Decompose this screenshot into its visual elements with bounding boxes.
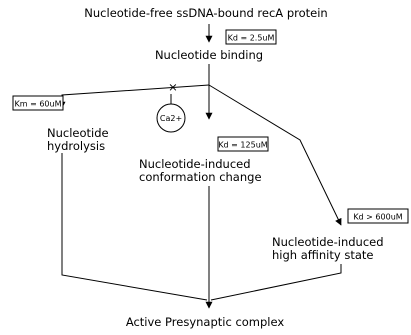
kd-high-affinity-label: Kd > 600uM bbox=[353, 213, 402, 222]
node-end: Active Presynaptic complex bbox=[126, 315, 285, 329]
path-hydrolysis-to-end bbox=[61, 153, 208, 301]
calcium-label: Ca2+ bbox=[160, 114, 182, 123]
branch-left bbox=[58, 84, 210, 109]
node-high-affinity-line1: Nucleotide-induced bbox=[272, 235, 384, 249]
calcium-circle bbox=[156, 103, 186, 133]
kd-binding-label: Kd = 2.5uM bbox=[228, 34, 275, 43]
kd-high-affinity-box bbox=[347, 208, 409, 224]
km-hydrolysis-label: Km = 60uM bbox=[15, 100, 62, 109]
kd-conformation-box bbox=[217, 136, 269, 152]
node-conformation-line2: conformation change bbox=[139, 170, 262, 184]
node-conformation-line1: Nucleotide-induced bbox=[139, 157, 251, 171]
node-binding: Nucleotide binding bbox=[155, 48, 263, 62]
kd-binding-box bbox=[225, 29, 277, 45]
node-hydrolysis-line2: hydrolysis bbox=[47, 139, 105, 153]
kd-conformation-label: Kd = 125uM bbox=[218, 141, 267, 150]
node-high-affinity-line2: high affinity state bbox=[272, 248, 373, 262]
node-hydrolysis-line1: Nucleotide bbox=[47, 126, 109, 140]
inhibition-mark: × bbox=[168, 80, 178, 94]
km-hydrolysis-box bbox=[12, 95, 64, 111]
node-start: Nucleotide-free ssDNA-bound recA protein bbox=[84, 6, 327, 20]
path-high-affinity-to-end bbox=[210, 264, 342, 301]
branch-right bbox=[208, 84, 342, 226]
